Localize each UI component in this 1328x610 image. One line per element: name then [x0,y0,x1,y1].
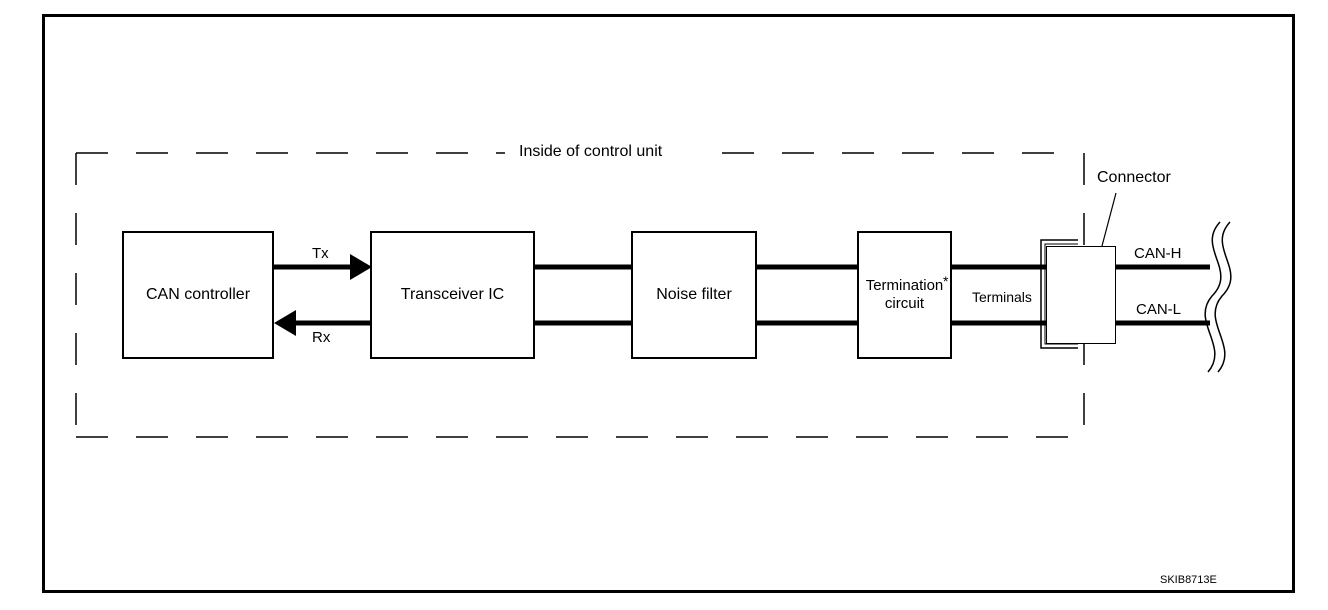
can-controller-block: CAN controller [122,231,274,359]
tx-arrowhead [350,254,372,280]
transceiver-ic-label: Transceiver IC [400,286,505,304]
figure-code: SKIB8713E [1160,574,1217,586]
termination-asterisk: * [943,273,949,289]
transceiver-ic-block: Transceiver IC [370,231,535,359]
termination-circuit-label: Termination circuit [865,277,944,312]
noise-filter-block: Noise filter [631,231,757,359]
can-l-label: CAN-L [1136,301,1182,318]
control-unit-label: Inside of control unit [519,143,663,160]
rx-arrowhead [274,310,296,336]
connector-bracket [1040,239,1078,349]
terminals-label: Terminals [972,289,1032,305]
noise-filter-label: Noise filter [656,286,732,304]
rx-label: Rx [312,329,331,346]
bus-lines [535,264,1210,326]
termination-circuit-block: Termination circuit [857,231,952,359]
connector-block [1046,246,1116,344]
connector-label: Connector [1097,169,1171,186]
can-h-label: CAN-H [1134,245,1182,262]
figure-frame [42,14,1295,593]
can-controller-label: CAN controller [145,286,251,304]
connector-leader [1101,192,1117,247]
wire-break-symbol [1204,221,1232,373]
tx-label: Tx [312,245,329,262]
